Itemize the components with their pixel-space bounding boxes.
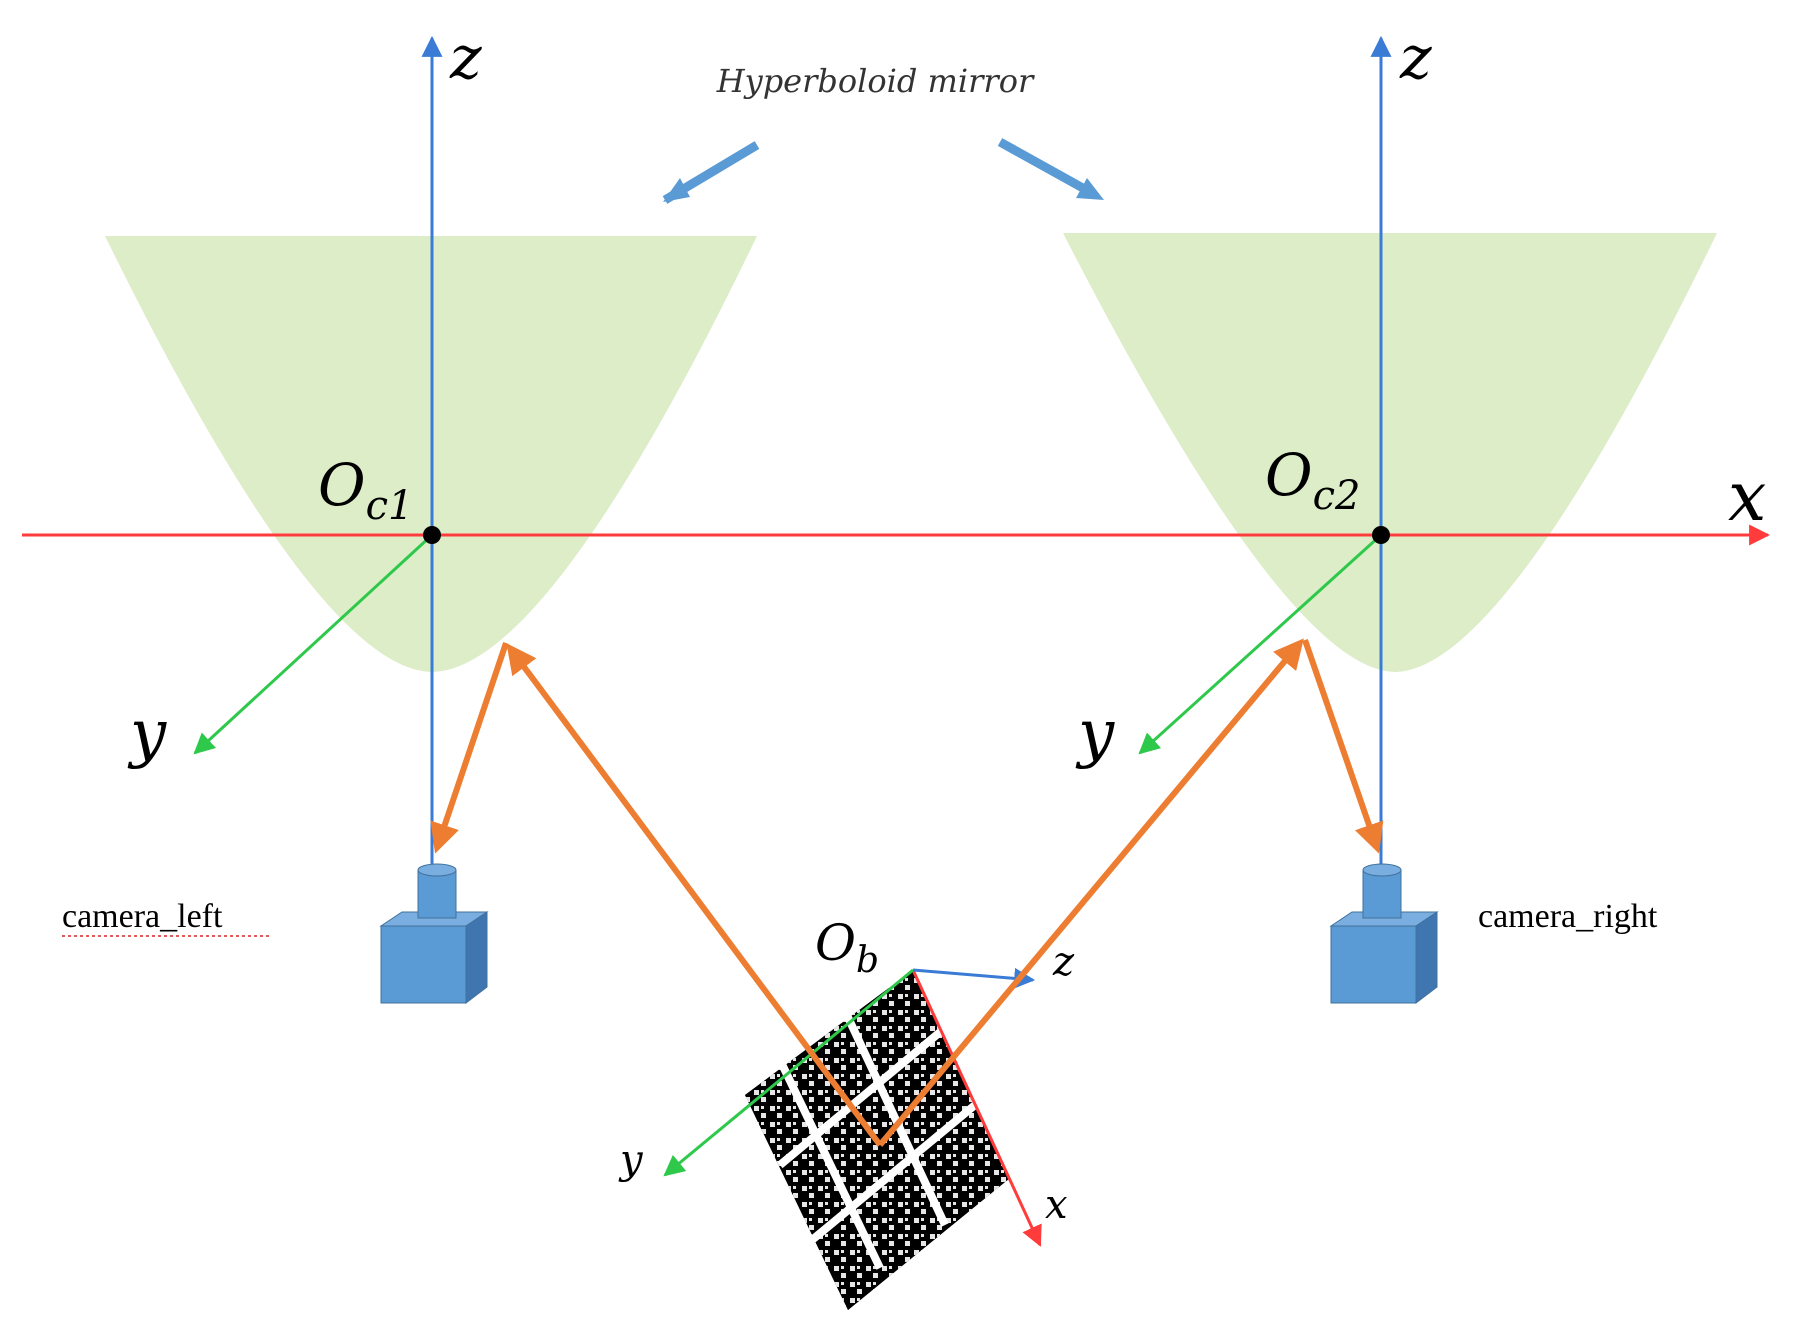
- right-z-label: z: [1399, 23, 1432, 93]
- mirror-caption: Hyperboloid mirror: [716, 62, 1035, 100]
- left-y-axis-line: [193, 533, 434, 755]
- ob-label: Ob: [815, 914, 879, 981]
- camera-left-icon: [379, 863, 489, 1005]
- camera-right-label: camera_right: [1478, 898, 1658, 935]
- oc1-origin-dot: [423, 526, 441, 544]
- board-y-edge: [663, 968, 914, 1177]
- board-grid-line: [776, 1058, 884, 1270]
- oc2-origin-dot: [1372, 526, 1390, 544]
- left-y-label: y: [127, 697, 167, 771]
- right-mirror-pointer-head: [1076, 178, 1104, 200]
- right-mirror-pointer-arrow: [997, 138, 1093, 196]
- board-grid-line: [777, 1024, 948, 1169]
- oc1-label-sub: c1: [366, 483, 414, 529]
- right-y-label: y: [1075, 697, 1115, 771]
- board-x-edge: [911, 969, 1042, 1247]
- x-axis-label: x: [1728, 458, 1766, 537]
- board-y-label: y: [618, 1137, 644, 1183]
- board-grid-line: [842, 1011, 949, 1227]
- board-z-axis: [912, 967, 1036, 989]
- right-hyperboloid-mirror: [1063, 233, 1717, 672]
- right-y-axis-line: [1138, 533, 1383, 755]
- oc1-label: Oc1: [318, 451, 413, 529]
- camera-right-icon: [1329, 863, 1439, 1005]
- right-reflection-ray: [877, 638, 1384, 1147]
- oc2-label-main: O: [1265, 441, 1313, 509]
- left-mirror-pointer-head: [663, 178, 690, 202]
- oc2-label: Oc2: [1265, 441, 1360, 519]
- left-z-label: z: [449, 23, 482, 93]
- oc2-label-sub: c2: [1313, 473, 1361, 519]
- ob-label-sub: b: [856, 940, 879, 981]
- board-x-label: x: [1045, 1182, 1068, 1228]
- oc1-label-main: O: [318, 451, 366, 519]
- board-z-label: z: [1052, 939, 1075, 985]
- ob-label-main: O: [815, 914, 856, 972]
- board-grid-line: [809, 1101, 978, 1244]
- camera-left-label: camera_left: [62, 898, 223, 935]
- left-reflection-ray: [430, 642, 883, 1147]
